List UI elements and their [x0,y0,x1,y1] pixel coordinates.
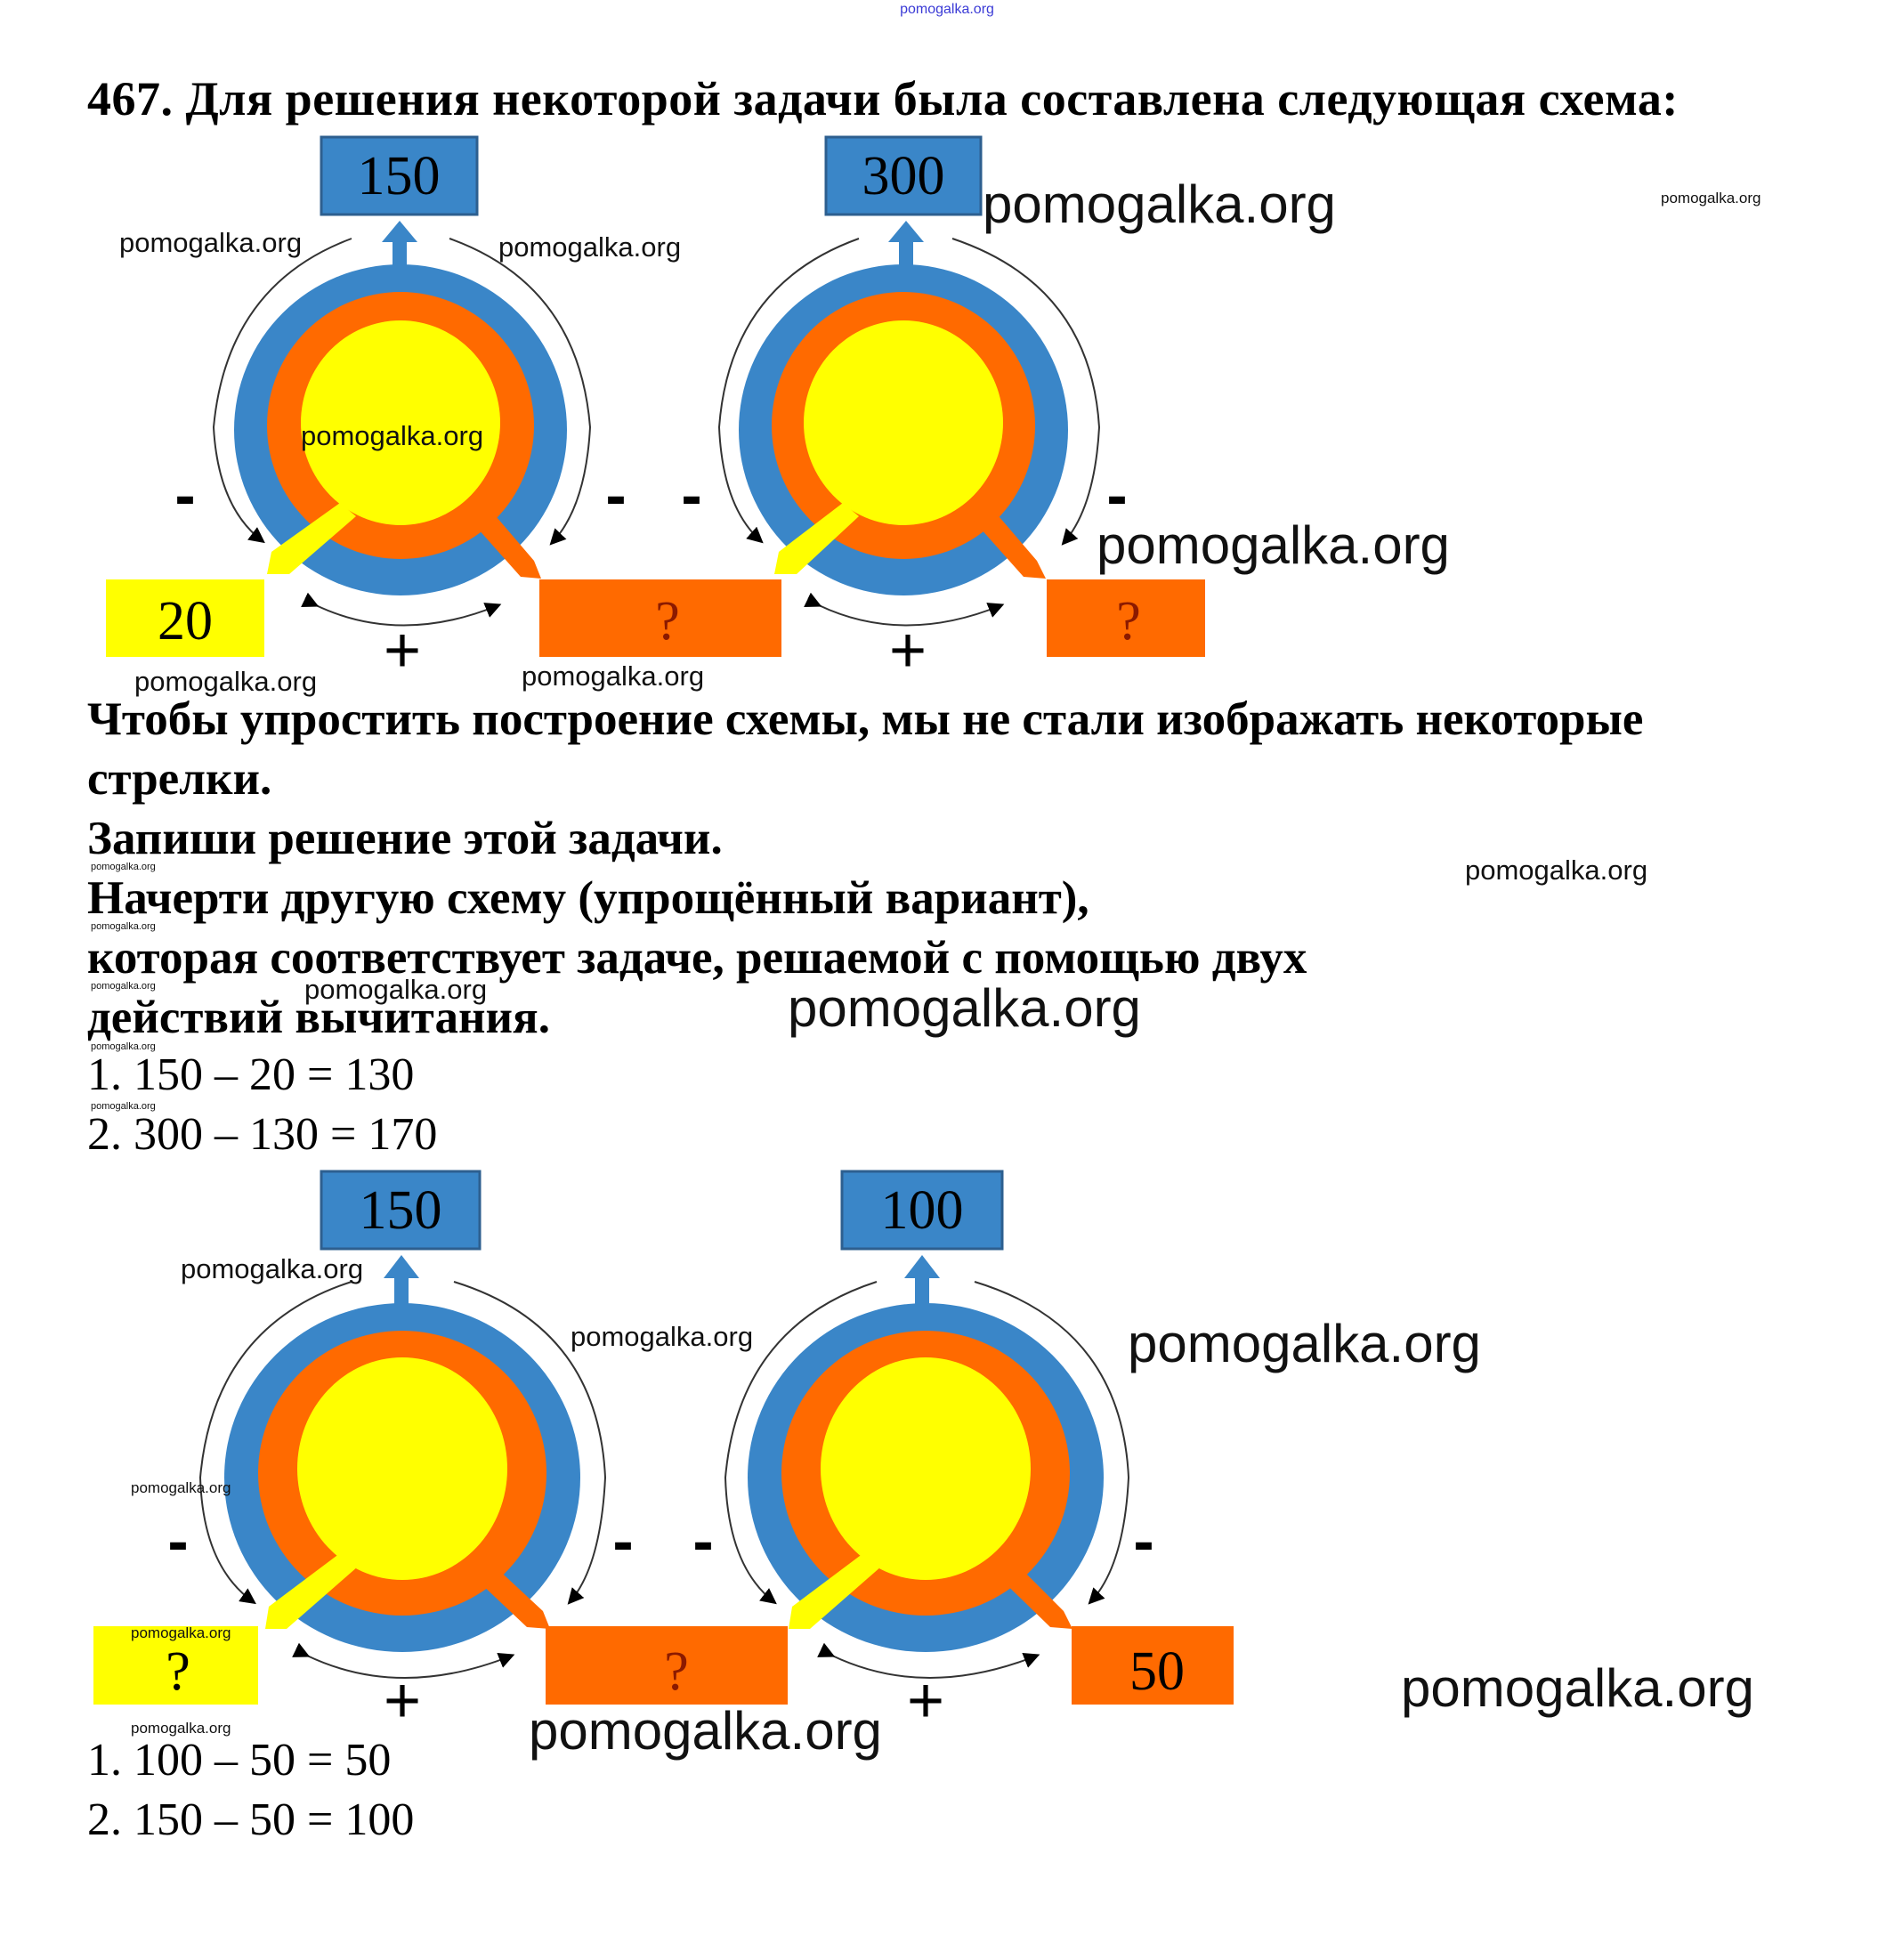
plus-sign: + [907,1665,944,1737]
right-arc-arrow [453,1281,607,1605]
watermark: pomogalka.org [1128,1314,1481,1373]
whole-box [840,1170,1004,1251]
watermark: pomogalka.org [498,231,682,263]
watermark: pomogalka.org [1661,190,1761,207]
instruction-line-6: действий вычитания. [87,992,550,1043]
minus-sign-right: - [612,1506,633,1575]
orange-arrow [966,498,1046,579]
orange-arrow [463,498,541,579]
bottom-arc-arrow [804,592,1005,627]
right-part-box [546,1626,788,1705]
inner-circle [804,320,1003,525]
watermark: pomogalka.org [983,174,1336,234]
bottom-arc-arrow [301,592,502,627]
plus-sign: + [889,615,927,686]
left-part-value: ? [166,1641,190,1702]
solution-1-step-1: 1. 150 – 20 = 130 [87,1049,415,1100]
top-scheme-1: 150 20 ? - - + [106,135,773,686]
up-arrow-icon [904,1255,940,1310]
watermark: pomogalka.org [131,1479,231,1496]
left-part-box [773,579,781,657]
whole-box [824,135,983,216]
watermark: pomogalka.org [91,981,156,992]
problem-title: 467. Для решения некоторой задачи была с… [87,72,1679,126]
left-part-box [93,1626,258,1705]
whole-value: 100 [881,1180,964,1241]
whole-box [320,1170,482,1251]
minus-sign-left: - [174,460,195,530]
plus-sign: + [384,615,421,686]
orange-arrow [988,1553,1072,1629]
top-scheme-2: 300 ? - - + [681,135,1205,686]
minus-sign-left: - [167,1506,188,1575]
instruction-line-3: Запиши решение этой задачи. [87,813,723,864]
whole-box [320,135,479,216]
yellow-arrow [265,1553,358,1629]
watermark: pomogalka.org [529,1701,882,1761]
watermark: pomogalka.org [131,1720,231,1737]
plus-sign: + [384,1665,421,1737]
watermark: pomogalka.org [522,660,705,692]
right-arc-arrow [974,1281,1130,1605]
solution-2-step-1: 1. 100 – 50 = 50 [87,1735,392,1786]
left-part-box [106,579,264,657]
left-arc-arrow [198,1281,352,1605]
watermark: pomogalka.org [91,921,156,932]
left-part-value: 20 [158,591,213,652]
instruction-line-2: стрелки. [87,753,272,805]
watermark: pomogalka.org [1097,515,1450,575]
inner-circle [821,1357,1031,1580]
instruction-line-5: которая соответствует задаче, решаемой с… [87,932,1307,984]
watermark: pomogalka.org [304,974,488,1005]
minus-sign-left: - [692,1506,713,1575]
right-arc-arrow [951,238,1101,546]
watermark: pomogalka.org [181,1253,364,1284]
yellow-arrow [774,503,859,574]
watermark: pomogalka.org [91,1101,156,1112]
watermark: pomogalka.org [131,1624,231,1641]
watermark: pomogalka.org [134,666,318,697]
instruction-line-4: Начерти другую схему (упрощённый вариант… [87,872,1089,924]
minus-sign-right: - [1133,1506,1153,1575]
minus-sign-left: - [681,460,701,530]
whole-value: 300 [862,146,945,207]
whole-value: 150 [358,146,441,207]
watermark: pomogalka.org [91,862,156,872]
bottom-scheme-2: 100 50 - - + [692,1170,1234,1737]
solution-1-step-2: 2. 300 – 130 = 170 [87,1109,438,1160]
site-watermark-top[interactable]: pomogalka.org [900,2,994,17]
right-part-value: 50 [1129,1641,1185,1702]
up-arrow-icon [384,1255,419,1310]
left-arc-arrow [212,238,352,544]
bottom-arc-arrow [292,1642,515,1679]
solution-2-step-2: 2. 150 – 50 = 100 [87,1794,415,1845]
right-arc-arrow [449,238,592,546]
yellow-arrow [789,1553,881,1629]
right-part-value: ? [655,591,680,652]
watermark: pomogalka.org [571,1321,754,1352]
left-arc-arrow [717,238,860,544]
inner-circle [297,1357,507,1580]
watermark: pomogalka.org [1401,1658,1754,1718]
left-arc-arrow [724,1281,878,1605]
right-part-value: ? [1116,591,1141,652]
bottom-scheme-1: 150 ? ? - - + [93,1170,788,1737]
minus-sign-right: - [605,460,626,530]
yellow-arrow [267,503,356,574]
whole-value: 150 [360,1180,442,1241]
inner-circle [301,320,500,525]
right-part-box [539,579,773,657]
instruction-line-1: Чтобы упростить построение схемы, мы не … [87,693,1644,745]
watermark: pomogalka.org [91,1041,156,1052]
bottom-arc-arrow [817,1642,1040,1679]
right-part-box [1072,1626,1234,1705]
watermark: pomogalka.org [788,978,1141,1038]
watermark: pomogalka.org [119,227,303,258]
watermark: pomogalka.org [1465,854,1648,886]
minus-sign-right: - [1106,460,1127,530]
right-part-box [1047,579,1205,657]
orange-arrow [463,1553,550,1629]
right-part-value: ? [664,1641,689,1702]
watermark: pomogalka.org [301,420,484,451]
